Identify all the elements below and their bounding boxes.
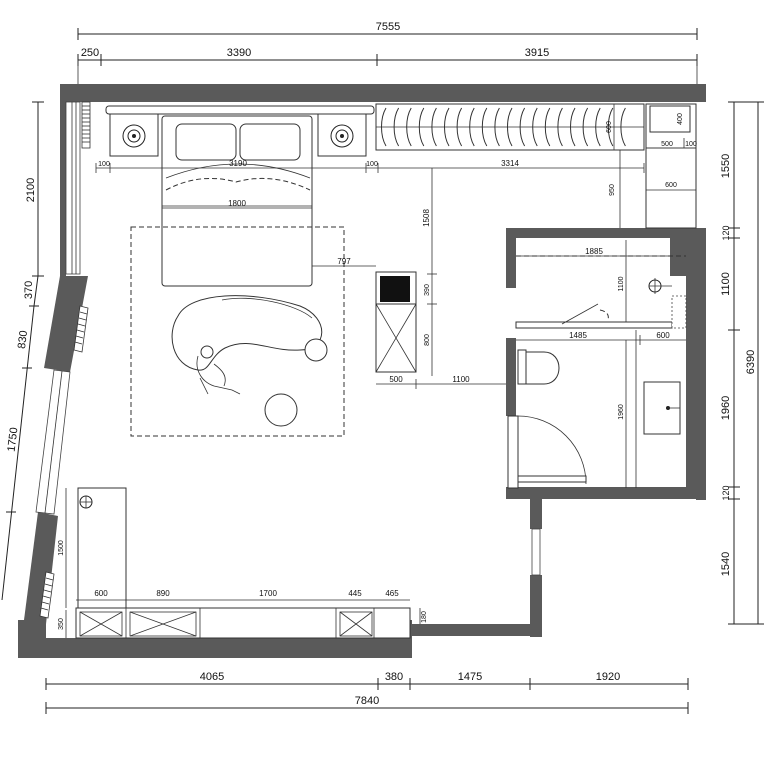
- dim-cab-1: 600: [94, 589, 108, 598]
- dim-step: 180: [421, 611, 428, 623]
- desk: [77, 487, 127, 609]
- dim-left-part-3: 830: [16, 330, 30, 350]
- dim-top-part-3: 3915: [525, 47, 549, 59]
- dim-bottom-part-4: 1920: [596, 671, 620, 683]
- dim-right-part-6: 1540: [720, 552, 732, 576]
- dim-wardrobe-run: 3314: [501, 159, 519, 168]
- dim-top-part-2: 3390: [227, 47, 251, 59]
- lower-cabinets: [75, 607, 411, 639]
- hanger: [494, 107, 500, 147]
- hanger: [418, 107, 425, 147]
- dim-right-part-1: 1550: [720, 154, 732, 178]
- dim-left-part-4: 1750: [6, 427, 21, 453]
- hanger: [557, 107, 563, 147]
- dim-top-total: 7555: [376, 21, 400, 33]
- dim-right-part-5: 120: [721, 485, 731, 500]
- hanger: [519, 107, 526, 147]
- dim-bath-row: 1485: [569, 331, 587, 340]
- dim-unit-h1: 390: [424, 284, 431, 296]
- person-figure: [196, 345, 241, 395]
- dim-aisle: 1508: [422, 209, 431, 227]
- dim-top-part-1: 250: [81, 47, 99, 59]
- dim-bed-inner: 1800: [228, 199, 246, 208]
- radiator-top-left: [81, 101, 91, 149]
- dim-unit-h2: 800: [424, 334, 431, 346]
- dim-left-part-1: 2100: [25, 178, 37, 202]
- toilet: [517, 349, 560, 385]
- hanger: [381, 107, 387, 147]
- dim-shower-h: 1100: [618, 276, 625, 291]
- rug: [130, 226, 345, 437]
- hanger: [456, 107, 463, 147]
- shower-enclosure: [515, 255, 687, 329]
- dim-shelf-depth: 400: [677, 113, 684, 125]
- lounge-chair: [171, 295, 328, 427]
- dim-cab-2: 890: [156, 589, 170, 598]
- top-dimensions: 7555 250 3390 3915: [77, 21, 698, 84]
- dim-shower-w: 1885: [585, 247, 603, 256]
- dim-bottom-part-3: 1475: [458, 671, 482, 683]
- storage-unit: [375, 271, 417, 373]
- hanger: [595, 107, 601, 147]
- dim-right-part-4: 1960: [720, 396, 732, 420]
- dim-wardrobe-depth: 600: [606, 121, 613, 133]
- hanger: [481, 107, 488, 147]
- radiator-left-mid: [73, 305, 89, 353]
- dim-bed-to-unit: 797: [337, 257, 351, 266]
- hanger: [393, 107, 400, 147]
- hanger: [582, 107, 589, 147]
- window-left-upper: [65, 101, 81, 275]
- interior-dimensions: 100 3190 100 3314 1800 797 600 400 500 1…: [58, 104, 697, 638]
- dim-desk-h: 1500: [58, 540, 65, 556]
- wardrobe-hangers: [381, 107, 626, 147]
- dim-unit-gap: 1100: [452, 375, 470, 384]
- dim-cab-depth: 350: [58, 618, 65, 630]
- bottom-dimensions: 4065 380 1475 1920 7840: [45, 671, 689, 714]
- corner-shelf: [645, 103, 697, 229]
- dim-bath-lower: 1960: [618, 404, 625, 420]
- right-dimensions: 6390 1550 120 1100 1960 120 1540: [720, 101, 764, 625]
- hanger: [444, 107, 450, 147]
- bed-headboard: [105, 105, 375, 115]
- hanger: [570, 107, 576, 147]
- left-dimensions: 2100 370 830 1750: [1, 101, 44, 601]
- nightstand-right: [317, 113, 367, 157]
- hanger: [431, 107, 437, 147]
- dim-cab-5: 465: [385, 589, 399, 598]
- window-right: [531, 528, 541, 576]
- dim-unit-w: 500: [389, 375, 403, 384]
- dim-bottom-part-1: 4065: [200, 671, 224, 683]
- walls: [18, 84, 706, 658]
- nightstand-left: [109, 113, 159, 157]
- dim-right-part-3: 1100: [720, 272, 732, 296]
- dim-shelf-w1: 500: [661, 141, 673, 148]
- vanity-sink: [643, 381, 681, 435]
- bathroom-door: [507, 415, 587, 489]
- dim-cab-3: 1700: [259, 589, 277, 598]
- hanger: [507, 107, 513, 147]
- hanger: [469, 107, 475, 147]
- dim-shelf-w3: 600: [665, 182, 677, 189]
- dim-nightstand-left: 100: [98, 161, 110, 168]
- hanger: [607, 107, 614, 147]
- radiator-left-low: [39, 571, 55, 619]
- dim-bottom-part-2: 380: [385, 671, 403, 683]
- dim-vanity-w: 600: [656, 331, 670, 340]
- dim-right-part-2: 120: [721, 225, 731, 240]
- dim-cab-4: 445: [348, 589, 362, 598]
- dim-wardrobe-gap: 950: [609, 184, 616, 196]
- dim-nightstand-right: 100: [366, 161, 378, 168]
- hanger: [532, 107, 538, 147]
- dim-right-total: 6390: [745, 350, 757, 374]
- window-slanted: [35, 369, 71, 515]
- dim-bed-width: 3190: [229, 159, 247, 168]
- bed: [161, 115, 313, 287]
- hanger: [620, 107, 626, 147]
- hanger: [406, 107, 412, 147]
- dim-bottom-total: 7840: [355, 695, 379, 707]
- dim-left-part-2: 370: [23, 281, 35, 299]
- hanger: [544, 107, 551, 147]
- dim-shelf-w2: 100: [685, 141, 697, 148]
